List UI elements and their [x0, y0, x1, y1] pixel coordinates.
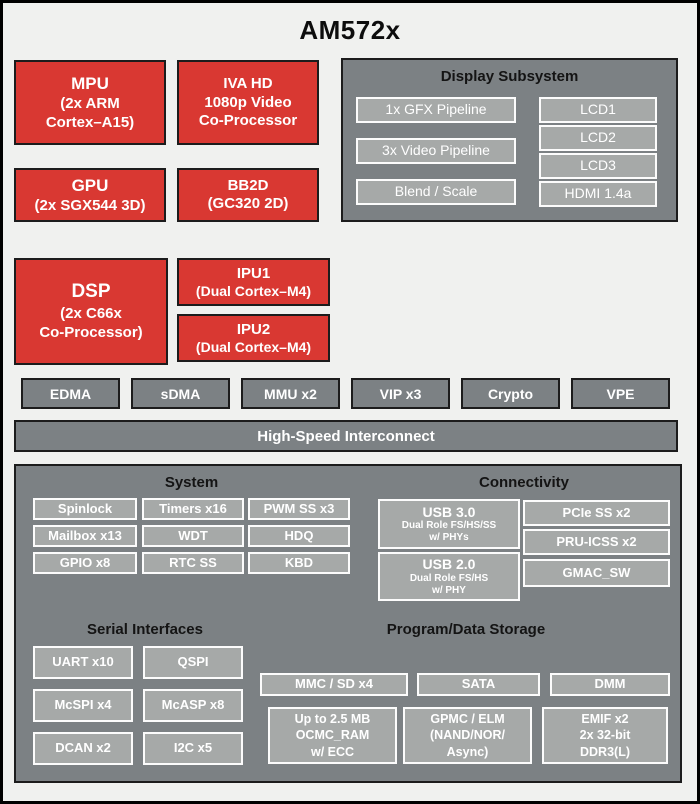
emif-line: 2x 32-bit: [579, 728, 631, 743]
chip-kbd: KBD: [248, 552, 350, 574]
video-pipeline-chip: 3x Video Pipeline: [356, 138, 516, 164]
block-subtitle: (2x C66x: [60, 305, 122, 323]
chip-usb3: USB 3.0 Dual Role FS/HS/SS w/ PHYs: [378, 499, 520, 549]
block-title: IPU2: [236, 320, 271, 338]
block-subtitle: Co-Processor: [198, 112, 298, 130]
emif-line: DDR3(L): [580, 744, 630, 759]
peripherals-container: System Spinlock Timers x16 PWM SS x3 Mai…: [14, 464, 682, 783]
block-title: IVA HD: [223, 75, 273, 92]
block-bb2d: BB2D (GC320 2D): [177, 168, 319, 222]
page-title: AM572x: [299, 15, 401, 45]
gfx-pipeline-chip: 1x GFX Pipeline: [356, 97, 516, 123]
display-subsystem: Display Subsystem 1x GFX Pipeline 3x Vid…: [341, 58, 678, 222]
ocmc-line: Up to 2.5 MB: [294, 712, 371, 727]
chip-uart: UART x10: [33, 646, 133, 679]
chip-pru-icss: PRU-ICSS x2: [523, 529, 670, 555]
chip-mailbox: Mailbox x13: [33, 525, 137, 547]
chip-sata: SATA: [417, 673, 540, 696]
block-iva-hd: IVA HD 1080p Video Co-Processor: [177, 60, 319, 145]
usb3-line: w/ PHYs: [429, 532, 469, 544]
lcd1-chip: LCD1: [539, 97, 657, 123]
chip-gpio: GPIO x8: [33, 552, 137, 574]
block-subtitle: Co-Processor): [39, 323, 143, 341]
usb3-title: USB 3.0: [422, 503, 476, 520]
chip-mcspi: McSPI x4: [33, 689, 133, 722]
block-dsp: DSP (2x C66x Co-Processor): [14, 258, 168, 365]
chip-i2c: I2C x5: [143, 732, 243, 765]
ocmc-line: OCMC_RAM: [295, 728, 370, 743]
block-subtitle: (2x SGX544 3D): [34, 196, 146, 214]
block-crypto: Crypto: [461, 378, 560, 409]
block-mpu: MPU (2x ARM Cortex–A15): [14, 60, 166, 145]
gpmc-line: (NAND/NOR/: [430, 728, 505, 743]
block-subtitle: (GC320 2D): [207, 195, 289, 213]
chip-gpmc-elm: GPMC / ELM (NAND/NOR/ Async): [403, 707, 532, 764]
chip-gmac-sw: GMAC_SW: [523, 559, 670, 587]
block-sdma: sDMA: [131, 378, 230, 409]
chip-hdq: HDQ: [248, 525, 350, 547]
dma-row: EDMA sDMA MMU x2 VIP x3 Crypto VPE: [21, 378, 670, 409]
usb2-title: USB 2.0: [422, 556, 476, 573]
chip-spinlock: Spinlock: [33, 498, 137, 520]
block-subtitle: 1080p Video: [204, 93, 292, 111]
chip-emif: EMIF x2 2x 32-bit DDR3(L): [542, 707, 668, 764]
system-title: System: [164, 474, 219, 491]
block-title: IPU1: [236, 264, 271, 282]
usb3-line: Dual Role FS/HS/SS: [401, 520, 497, 532]
block-subtitle: Cortex–A15): [45, 113, 135, 131]
block-title: GPU: [71, 175, 109, 195]
lcd3-chip: LCD3: [539, 153, 657, 179]
chip-wdt: WDT: [142, 525, 244, 547]
blend-scale-chip: Blend / Scale: [356, 179, 516, 205]
chip-qspi: QSPI: [143, 646, 243, 679]
block-ipu1: IPU1 (Dual Cortex–M4): [177, 258, 330, 306]
serial-interfaces-title: Serial Interfaces: [87, 621, 203, 638]
chip-dmm: DMM: [550, 673, 670, 696]
ocmc-line: w/ ECC: [310, 744, 355, 759]
gpmc-line: Async): [446, 744, 489, 759]
chip-dcan: DCAN x2: [33, 732, 133, 765]
chip-rtc-ss: RTC SS: [142, 552, 244, 574]
chip-mmc-sd: MMC / SD x4: [260, 673, 408, 696]
block-vip: VIP x3: [351, 378, 450, 409]
usb2-line: w/ PHY: [432, 584, 466, 596]
block-title: MPU: [71, 73, 109, 93]
emif-line: EMIF x2: [581, 712, 629, 727]
connectivity-title: Connectivity: [478, 474, 569, 491]
usb2-line: Dual Role FS/HS: [409, 572, 489, 584]
block-subtitle: (Dual Cortex–M4): [195, 283, 312, 299]
block-gpu: GPU (2x SGX544 3D): [14, 168, 166, 222]
block-title: DSP: [71, 281, 111, 303]
lcd2-chip: LCD2: [539, 125, 657, 151]
display-subsystem-title: Display Subsystem: [440, 68, 579, 85]
block-subtitle: (2x ARM: [60, 94, 120, 112]
chip-pwm-ss: PWM SS x3: [248, 498, 350, 520]
block-edma: EDMA: [21, 378, 120, 409]
hdmi-chip: HDMI 1.4a: [539, 181, 657, 207]
chip-ocmc-ram: Up to 2.5 MB OCMC_RAM w/ ECC: [268, 707, 397, 764]
block-ipu2: IPU2 (Dual Cortex–M4): [177, 314, 330, 362]
block-vpe: VPE: [571, 378, 670, 409]
high-speed-interconnect-bar: High-Speed Interconnect: [14, 420, 678, 452]
block-subtitle: (Dual Cortex–M4): [195, 339, 312, 355]
chip-timers: Timers x16: [142, 498, 244, 520]
storage-title: Program/Data Storage: [386, 621, 546, 638]
chip-mcasp: McASP x8: [143, 689, 243, 722]
chip-usb2: USB 2.0 Dual Role FS/HS w/ PHY: [378, 552, 520, 601]
block-title: BB2D: [227, 176, 269, 194]
gpmc-line: GPMC / ELM: [430, 712, 505, 727]
block-mmu: MMU x2: [241, 378, 340, 409]
chip-pcie: PCIe SS x2: [523, 500, 670, 526]
